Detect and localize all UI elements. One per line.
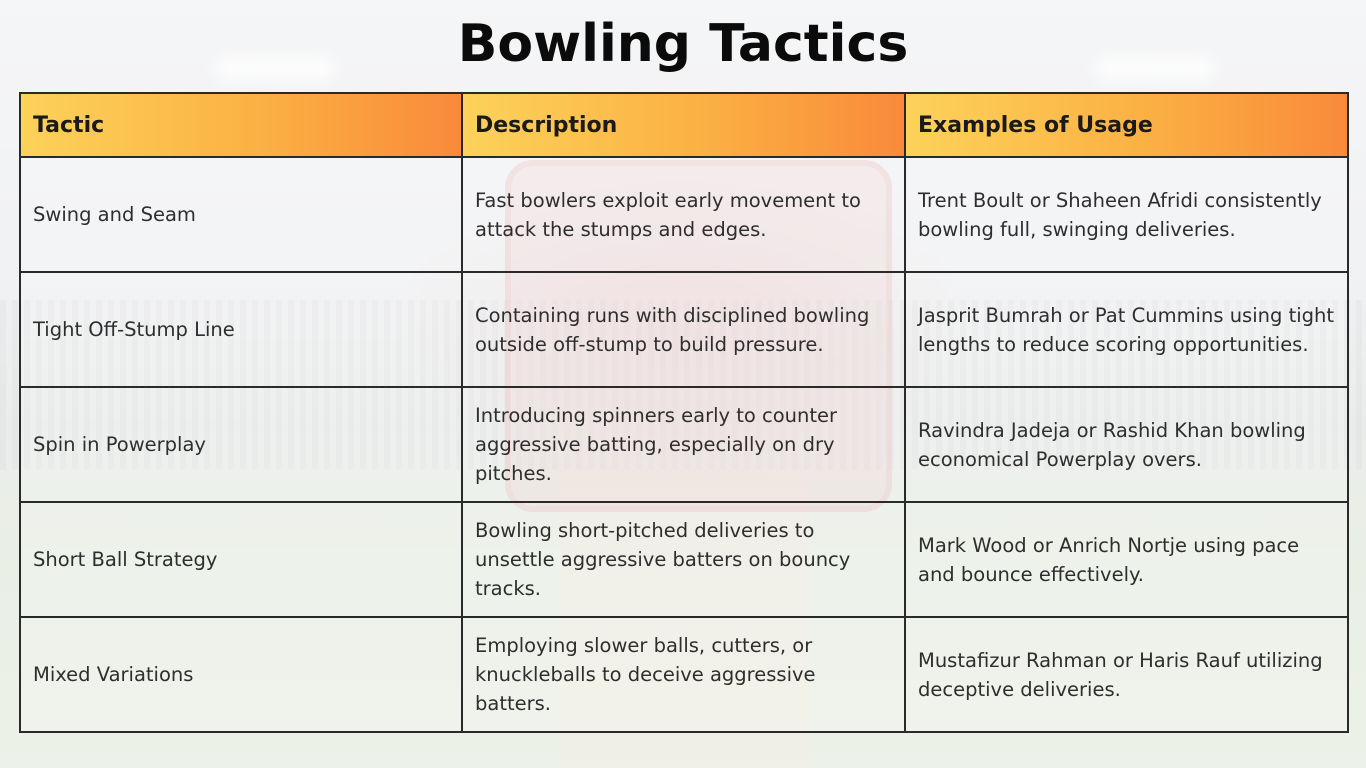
cell-description: Bowling short-pitched deliveries to unse… [461, 501, 906, 618]
cell-tactic: Swing and Seam [19, 156, 463, 273]
cell-description: Fast bowlers exploit early movement to a… [461, 156, 906, 273]
header-description: Description [461, 92, 906, 158]
cell-description: Employing slower balls, cutters, or knuc… [461, 616, 906, 733]
table-row: Spin in Powerplay Introducing spinners e… [19, 386, 1349, 503]
cell-examples: Mustafizur Rahman or Haris Rauf utilizin… [904, 616, 1349, 733]
table-row: Tight Off-Stump Line Containing runs wit… [19, 271, 1349, 388]
cell-tactic: Tight Off-Stump Line [19, 271, 463, 388]
header-row: Tactic Description Examples of Usage [19, 92, 1349, 158]
cell-tactic: Mixed Variations [19, 616, 463, 733]
cell-tactic: Short Ball Strategy [19, 501, 463, 618]
cell-examples: Mark Wood or Anrich Nortje using pace an… [904, 501, 1349, 618]
header-examples: Examples of Usage [904, 92, 1349, 158]
table-body: Swing and Seam Fast bowlers exploit earl… [19, 156, 1349, 733]
table-row: Mixed Variations Employing slower balls,… [19, 616, 1349, 733]
cell-examples: Trent Boult or Shaheen Afridi consistent… [904, 156, 1349, 273]
cell-examples: Ravindra Jadeja or Rashid Khan bowling e… [904, 386, 1349, 503]
table-row: Short Ball Strategy Bowling short-pitche… [19, 501, 1349, 618]
table-header: Tactic Description Examples of Usage [19, 92, 1349, 158]
header-tactic: Tactic [19, 92, 463, 158]
tactics-table: Tactic Description Examples of Usage Swi… [19, 92, 1349, 733]
cell-description: Containing runs with disciplined bowling… [461, 271, 906, 388]
cell-tactic: Spin in Powerplay [19, 386, 463, 503]
cell-examples: Jasprit Bumrah or Pat Cummins using tigh… [904, 271, 1349, 388]
table-row: Swing and Seam Fast bowlers exploit earl… [19, 156, 1349, 273]
page-title: Bowling Tactics [457, 14, 909, 74]
cell-description: Introducing spinners early to counter ag… [461, 386, 906, 503]
